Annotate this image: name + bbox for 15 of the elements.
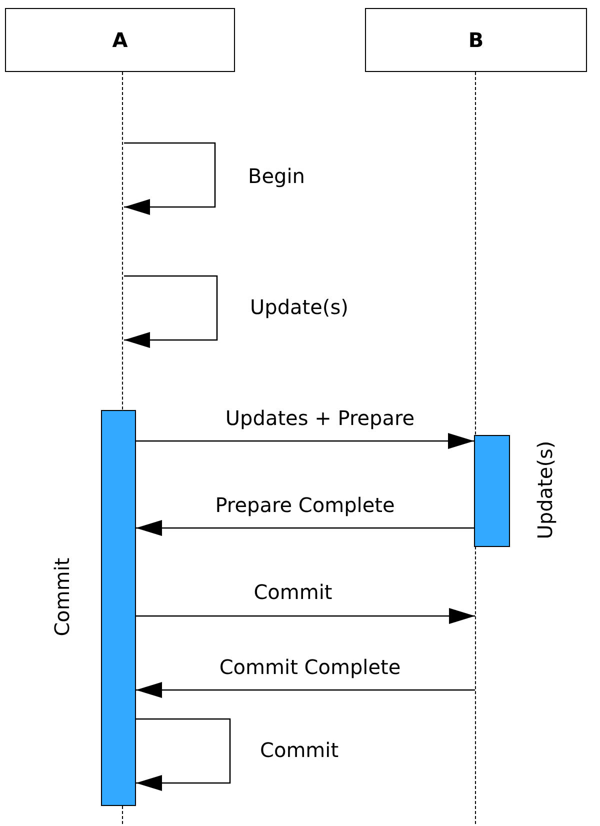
participant-label: A	[112, 28, 128, 52]
participant-box	[365, 8, 587, 72]
message-arrow	[124, 142, 216, 215]
participant-label: B	[468, 28, 484, 52]
activation-label: Update(s)	[533, 440, 557, 540]
message-arrow	[136, 433, 474, 449]
participant-box	[5, 8, 235, 72]
message-arrow	[136, 608, 475, 624]
activation-bar	[474, 435, 510, 547]
activation-bar	[101, 410, 136, 806]
activation-label: Commit	[50, 558, 74, 636]
message-arrow	[124, 275, 218, 348]
message-arrow	[136, 682, 475, 698]
message-arrow	[136, 520, 474, 536]
message-arrow	[136, 718, 231, 791]
